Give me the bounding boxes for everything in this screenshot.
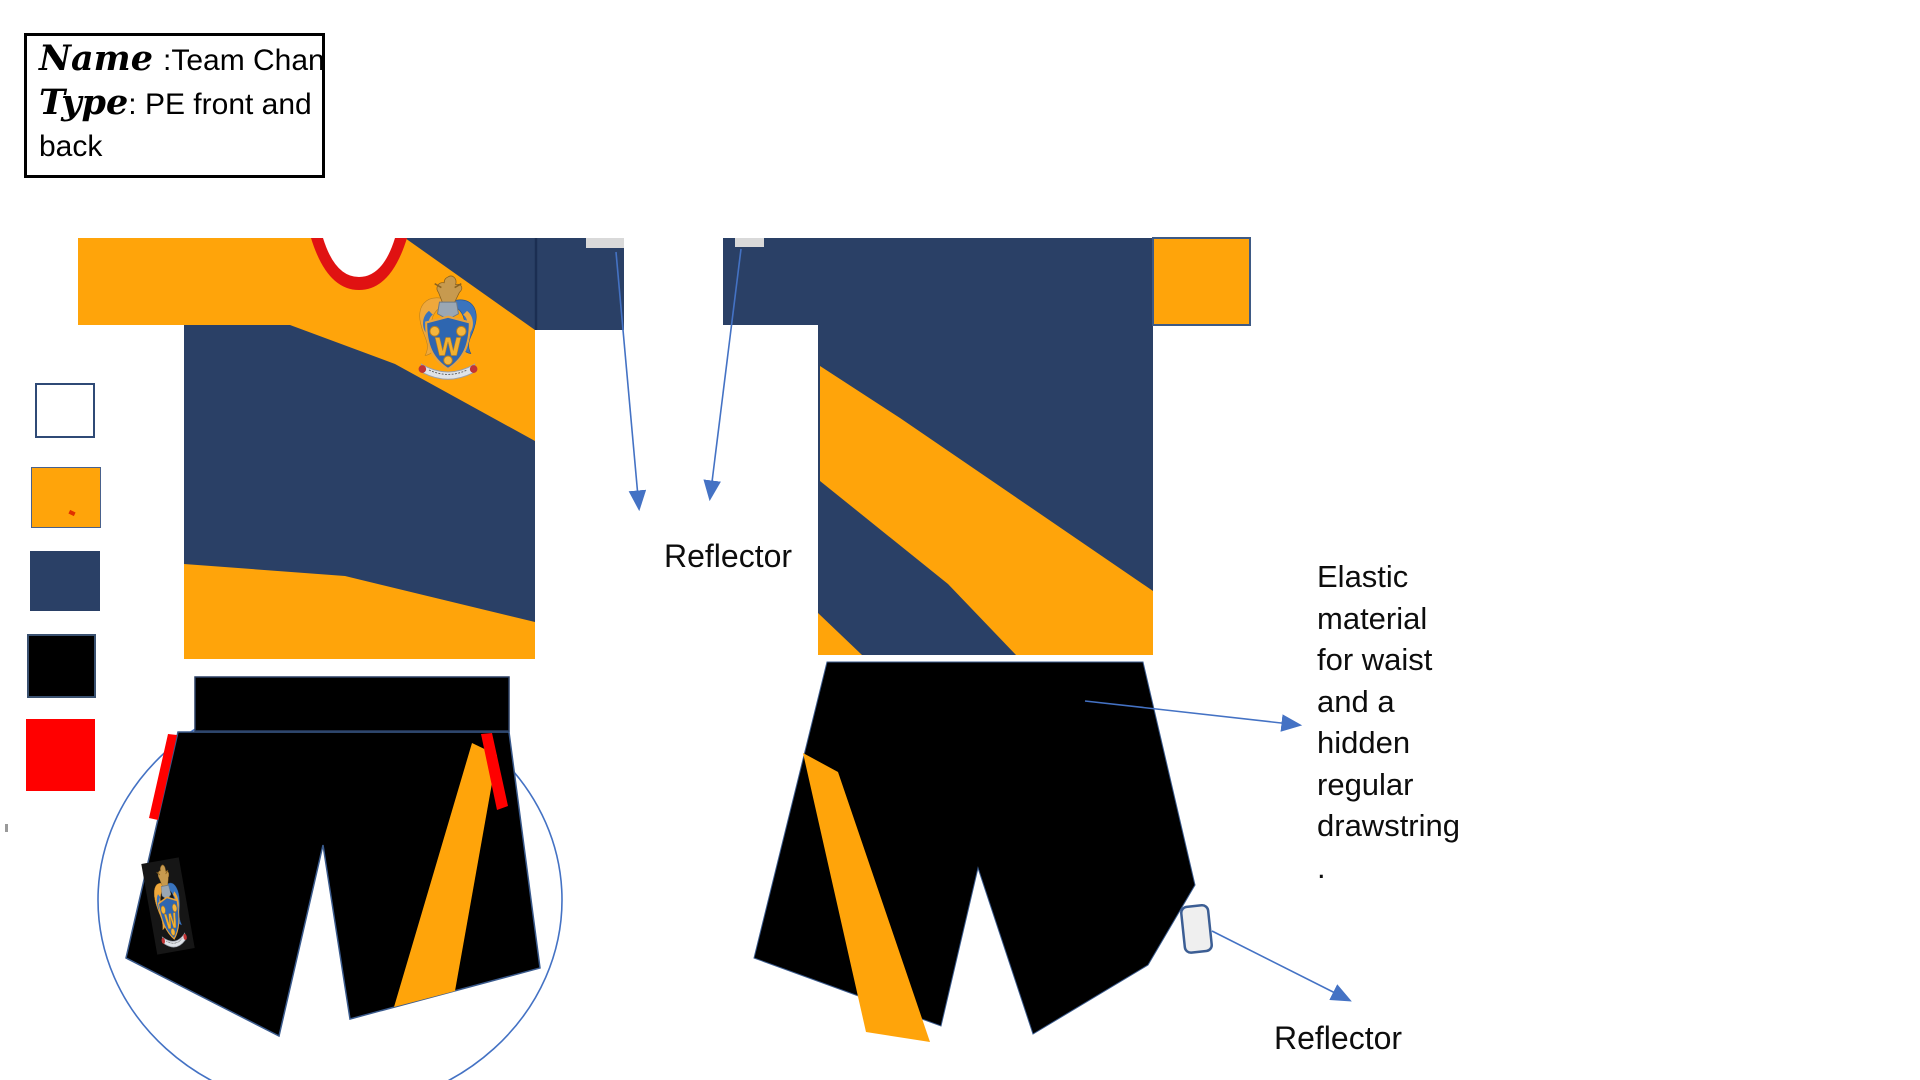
color-swatch-navy (30, 551, 100, 611)
shorts-front-orange-stripe (394, 743, 497, 1007)
reflector-tab-back-icon (735, 238, 764, 247)
stray-mark-left-edge (5, 824, 8, 832)
collar-inner (323, 238, 395, 277)
shorts-back (753, 661, 1213, 1042)
shirt-front-hem-band (184, 564, 535, 659)
type-value: : PE front and (128, 88, 312, 121)
shirt-back-right-sleeve (1152, 237, 1251, 326)
reflector-tab-front-icon (586, 238, 624, 248)
kit-type-line: Type: PE front and (39, 84, 322, 128)
arrow-reflector-front (615, 251, 647, 512)
kit-name-line: Name :Team Chan (39, 40, 322, 84)
name-value: :Team Chan (162, 44, 325, 77)
shorts-back-body (753, 661, 1196, 1035)
color-swatch-orange (31, 467, 101, 528)
reflector-label-back: Reflector (1274, 1020, 1403, 1056)
shorts-back-orange-stripe (803, 753, 930, 1042)
arrow-elastic-waist (1084, 700, 1303, 732)
reflector-label-front: Reflector (664, 538, 793, 574)
shorts-front-red-strip-left (149, 734, 177, 820)
arrow-reflector-patch (1211, 930, 1352, 1002)
type-label: Type (39, 82, 129, 123)
shirt-back-sash (820, 366, 1153, 655)
shorts-front-waistband (194, 676, 510, 732)
kit-type-line-wrap: back (39, 130, 103, 163)
shirt-front-left-sleeve (78, 238, 184, 325)
elastic-waist-note: Elastic material for waist and a hidden … (1317, 559, 1460, 885)
arrow-reflector-back (703, 248, 742, 502)
name-label: Name (39, 38, 153, 79)
color-swatch-red (26, 719, 95, 791)
color-swatch-white (35, 383, 95, 438)
kit-name-box: Name :Team Chan Type: PE front and back (24, 33, 325, 178)
color-swatch-black (27, 634, 96, 698)
shorts-front (125, 676, 541, 1038)
annotation-arrows (615, 248, 1352, 1002)
shirt-front (78, 238, 624, 659)
shorts-front-red-strip-right (481, 733, 508, 810)
shirt-back (723, 237, 1251, 655)
reflector-patch-icon (1180, 904, 1213, 954)
shirt-front-right-sleeve (535, 238, 624, 330)
